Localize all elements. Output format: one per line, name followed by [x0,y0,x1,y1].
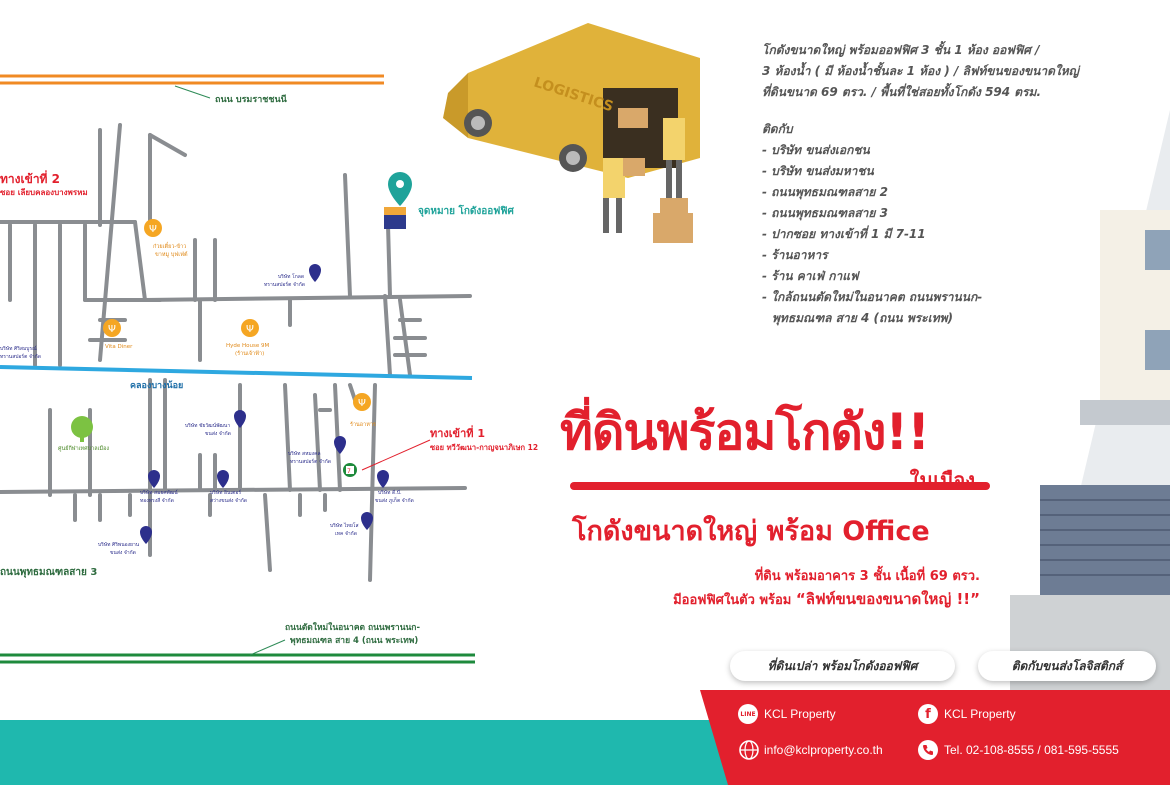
location-map: ถนน บรมราชชนนี [0,74,538,664]
poi-restaurant-1b: ขาหมู บุฟเฟ่ต์ [155,251,188,258]
property-description: โกดังขนาดใหญ่ พร้อมออฟฟิศ 3 ชั้น 1 ห้อง … [762,40,1102,329]
poi-restaurant-1: ก๋วยเตี๋ยว-ข้าว [153,242,186,250]
poi-company-2: บริษัท ศิริสมบูรณ์ [0,345,37,352]
near-item: - ปากซอย ทางเข้าที่ 1 มี 7-11 [762,227,926,241]
poi-company-1b: ทรานสปอร์ต จำกัด [264,281,305,288]
poi-company-5: บริษัท สหมงคล [288,450,321,457]
pill-vacant-land: ที่ดินเปล่า พร้อมโกดังออฟฟิศ [730,651,955,681]
entrance-1-title: ทางเข้าที่ 1 [430,425,485,440]
park-icon [71,416,93,442]
svg-text:Ψ: Ψ [108,324,116,335]
line-contact[interactable]: KCL Property [764,707,836,721]
entrance-2-sub: ซอย เลียบคลองบางพรหม [0,187,88,197]
near-item: - ใกล้ถนนตัดใหม่ในอนาคต ถนนพรานนก- [762,290,983,304]
poi-company-8: บริษัท ดี.บี. [378,489,402,496]
poi-restaurant-3b: (ร้านเจ้าฟ้า) [235,350,264,357]
destination-label: จุดหมาย โกดังออฟฟิศ [418,204,514,217]
poi-company-1: บริษัท โกลด [278,273,304,280]
svg-text:Ψ: Ψ [358,398,366,409]
company-markers [140,264,389,544]
poi-company-10: บริษัท ศิริพนองยาน [98,541,140,548]
canal-label: คลองบางน้อย [130,380,183,391]
poi-company-2b: ทรานสปอร์ต จำกัด [0,353,41,360]
destination-marker [388,172,412,206]
fork-knife-icon: Ψ [241,319,259,337]
facebook-contact[interactable]: KCL Property [944,707,1016,721]
near-item: - ถนนพุทธมณฑลสาย 3 [762,206,888,220]
future-road-label-2: พุทธมณฑล สาย 4 (ถนน พระเทพ) [290,636,418,646]
near-item: พุทธมณฑล สาย 4 (ถนน พระเทพ) [772,311,954,325]
road-network [0,123,472,582]
fork-knife-icon: Ψ [103,319,121,337]
poi-company-3b: ขนส่ง จำกัด [205,431,231,437]
desc-line-1: โกดังขนาดใหญ่ พร้อมออฟฟิศ 3 ชั้น 1 ห้อง … [762,43,1040,57]
map-pin-icon [309,264,321,282]
headline-main: ที่ดินพร้อมโกดัง!! [560,403,930,461]
poi-park: ศูนย์กีฬาเทศบาลเมือง [58,445,109,452]
near-title: ติดกับ [762,122,793,136]
headline-underline [570,482,990,490]
headline-info-2a: มีออฟฟิศในตัว พร้อม [673,593,796,608]
entrance-1-sub: ซอย ทวีวัฒนา-กาญจนาภิเษก 12 [430,443,538,452]
poi-restaurant-4: ร้านอาหาร [350,421,376,428]
poi-company-6b: ทองทรงสี จำกัด [140,497,174,504]
road-top-label: ถนน บรมราชชนนี [215,94,288,105]
near-item: - ร้านอาหาร [762,248,828,262]
map-pin-icon [217,470,229,488]
facebook-icon[interactable]: f [918,704,938,724]
headline-info: ที่ดิน พร้อมอาคาร 3 ชั้น เนื้อที่ 69 ตรว… [673,566,980,612]
headline-city: ในเมือง [909,468,975,492]
road-bottom-label: ถนนพุทธมณฑลสาย 3 [0,567,97,578]
poi-company-7: บริษัท อินเตอร์ [210,489,241,496]
svg-text:7: 7 [347,468,351,475]
desc-line-2: 3 ห้องน้ำ ( มี ห้องน้ำชั้นละ 1 ห้อง ) / … [762,64,1079,78]
phone-icon[interactable] [918,740,938,760]
headline-sub: โกดังขนาดใหญ่ พร้อม Office [572,516,930,547]
map-pin-icon [148,470,160,488]
poi-company-9: บริษัท ไทยโส [330,522,359,529]
near-item: - ร้าน คาเฟ่ กาแฟ [762,269,859,283]
logistics-truck-illustration: LOGISTICS [443,23,700,243]
near-item: - ถนนพุทธมณฑลสาย 2 [762,185,888,199]
map-pin-icon [361,512,373,530]
poi-company-10b: ขนส่ง จำกัด [110,550,136,556]
poi-company-6: บริษัท สมยศพัฒน์ [140,489,178,496]
seven-eleven-icon: 7 [343,463,357,477]
entrance-2-title: ทางเข้าที่ 2 [0,170,60,186]
map-pin-icon [377,470,389,488]
bottom-bands [0,690,1170,785]
fork-knife-icon: Ψ [144,219,162,237]
building-photo [1010,110,1170,700]
poi-company-3: บริษัท ชัยวัฒน์พัฒนา [185,422,230,429]
headline-block: ที่ดินพร้อมโกดัง!! ในเมือง โกดังขนาดใหญ่… [560,402,1020,608]
pill-logistics: ติดกับขนส่งโลจิสติกส์ [978,651,1156,681]
poi-company-7b: สว่างขนส่ง จำกัด [210,498,247,504]
desc-line-3: ที่ดินขนาด 69 ตรว. / พื้นที่ใช่สอยทั้งโก… [762,85,1042,99]
map-pin-icon [234,410,246,428]
poi-company-9b: เทค จำกัด [335,531,357,537]
poi-company-5b: ทรานสปอร์ต จำกัด [290,458,331,465]
email-contact[interactable]: info@kclproperty.co.th [764,743,883,757]
line-app-icon[interactable]: LINE [738,704,758,724]
poi-restaurant-2: Vita Diner [105,344,133,350]
globe-icon[interactable] [739,740,759,760]
map-pin-icon [334,436,346,454]
fork-knife-icon: Ψ [353,393,371,411]
headline-info-1: ที่ดิน พร้อมอาคาร 3 ชั้น เนื้อที่ 69 ตรว… [754,569,980,584]
near-item: - บริษัท ขนส่งเอกชน [762,143,870,157]
poi-company-8b: ขนส่ง ภูเก็ต จำกัด [375,496,414,504]
map-pin-icon [140,526,152,544]
poi-restaurant-3: Hyde House 9M [226,343,269,349]
svg-text:Ψ: Ψ [246,324,254,335]
warehouse-box-icon [384,207,406,229]
tel-contact[interactable]: Tel. 02-108-8555 / 081-595-5555 [944,743,1119,757]
future-road-label-1: ถนนตัดใหม่ในอนาคต ถนนพรานนก- [285,622,420,633]
headline-info-2b: “ลิฟท์ขนของขนาดใหญ่ !!” [795,590,980,608]
svg-text:Ψ: Ψ [149,224,157,235]
near-item: - บริษัท ขนส่งมหาชน [762,164,874,178]
